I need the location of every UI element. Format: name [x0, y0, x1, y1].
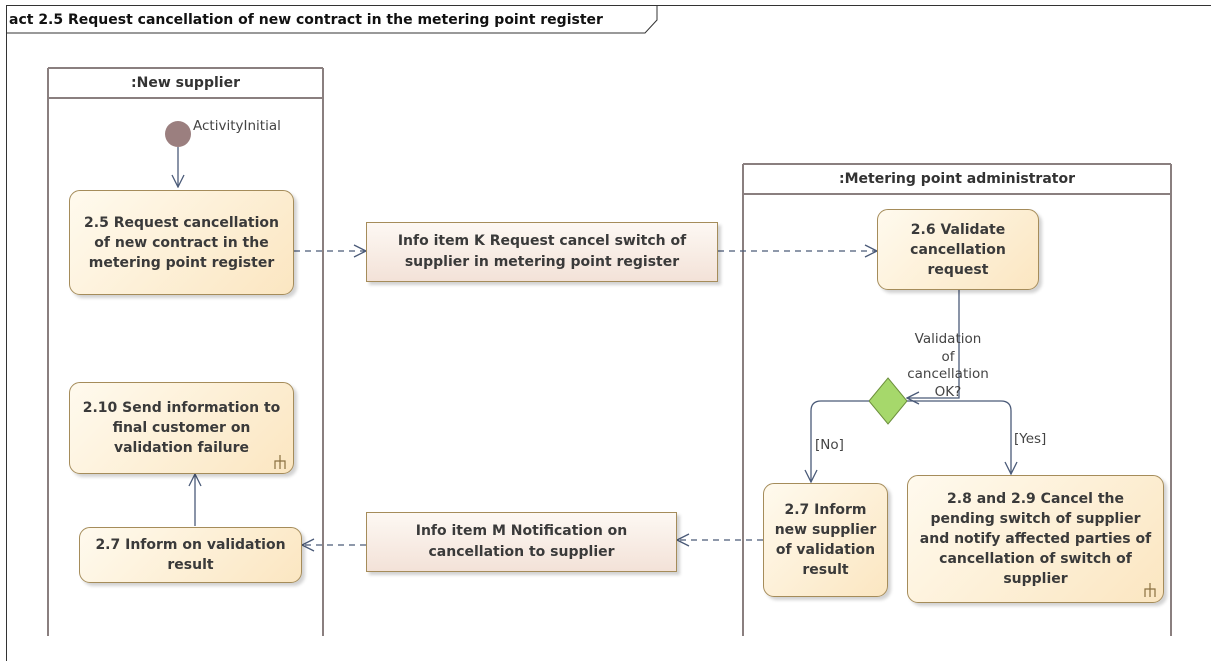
frame-title: act 2.5 Request cancellation of new cont… — [9, 12, 603, 28]
decision-label: Validation of cancellation OK? — [907, 331, 989, 400]
flow-decision-no — [811, 400, 869, 482]
lane-new-supplier — [47, 67, 324, 636]
frame-title-tab — [6, 5, 658, 34]
lane-title-metering-point-administrator: :Metering point administrator — [839, 171, 1075, 187]
activity-frame — [6, 5, 1211, 661]
decision-node[interactable] — [868, 377, 908, 425]
guard-no: [No] — [815, 437, 844, 453]
action-2-5-request-cancellation[interactable]: 2.5 Request cancellation of new contract… — [69, 190, 294, 295]
action-2-10-send-information[interactable]: 2.10 Send information to final customer … — [69, 382, 294, 474]
flow-2-6-to-decision — [907, 290, 960, 398]
initial-node-label: ActivityInitial — [193, 118, 281, 134]
guard-yes: [Yes] — [1014, 431, 1047, 447]
rake-icon — [274, 455, 286, 469]
object-info-item-m[interactable]: Info item M Notification on cancellation… — [366, 512, 677, 572]
flow-decision-yes — [907, 400, 1011, 474]
action-2-7-inform-new-supplier[interactable]: 2.7 Inform new supplier of validation re… — [763, 483, 888, 597]
action-2-8-2-9-cancel-pending-switch[interactable]: 2.8 and 2.9 Cancel the pending switch of… — [907, 475, 1164, 603]
action-2-7-inform-on-validation-result[interactable]: 2.7 Inform on validation result — [79, 527, 302, 583]
initial-node[interactable] — [165, 121, 191, 147]
action-2-6-validate-cancellation[interactable]: 2.6 Validate cancellation request — [877, 209, 1039, 290]
rake-icon — [1144, 583, 1156, 597]
lane-title-new-supplier: :New supplier — [131, 75, 240, 91]
lane-metering-point-administrator — [742, 163, 1172, 636]
object-info-item-k[interactable]: Info item K Request cancel switch of sup… — [366, 222, 718, 282]
